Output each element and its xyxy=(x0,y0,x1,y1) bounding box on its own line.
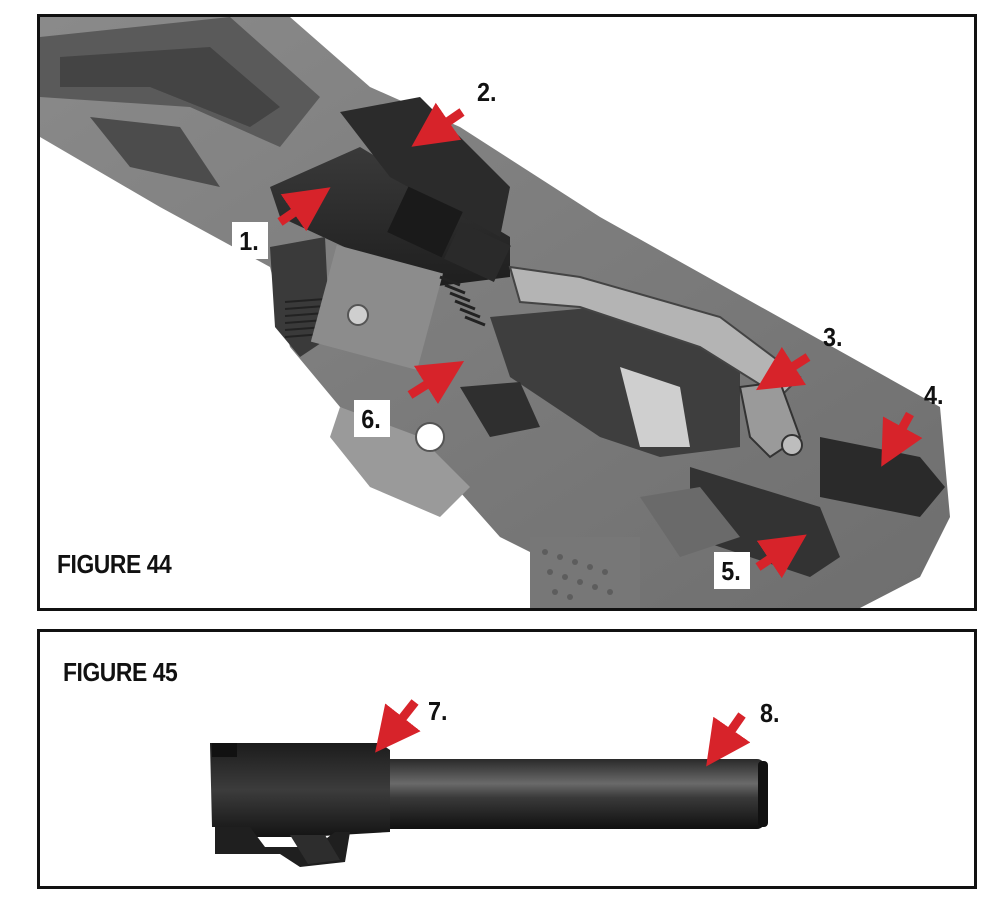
arrow-4 xyxy=(881,411,923,467)
barrel-hood xyxy=(210,743,390,837)
callout-4: 4. xyxy=(924,380,944,410)
callout-2: 2. xyxy=(477,77,497,107)
callout-5: 5. xyxy=(714,552,750,589)
callout-8: 8. xyxy=(760,698,780,728)
callout-arrows-fig45 xyxy=(375,699,751,767)
callout-6: 6. xyxy=(354,400,390,437)
figure-44-panel: FIGURE 44 1. 2. 3. 4. 5. 6. xyxy=(37,14,977,611)
pistol-frame-photo xyxy=(40,17,950,608)
barrel-photo xyxy=(210,699,768,867)
grip-texture xyxy=(530,537,640,608)
figure-44-title: FIGURE 44 xyxy=(57,549,172,579)
callout-1: 1. xyxy=(232,222,268,259)
arrow-2 xyxy=(411,102,465,147)
arrow-7 xyxy=(375,699,421,753)
barrel-tube xyxy=(380,759,765,829)
arrow-6 xyxy=(407,361,465,405)
arrow-5 xyxy=(755,534,807,579)
arrow-8 xyxy=(706,712,751,767)
arrow-1 xyxy=(277,187,331,232)
callout-7: 7. xyxy=(428,696,448,726)
callout-arrows-fig44 xyxy=(277,102,923,579)
callout-3: 3. xyxy=(823,322,843,352)
frame-body xyxy=(40,17,950,608)
figure-45-panel: FIGURE 45 7. 8. xyxy=(37,629,977,889)
figure-45-title: FIGURE 45 xyxy=(63,657,178,687)
arrow-3 xyxy=(756,346,811,391)
